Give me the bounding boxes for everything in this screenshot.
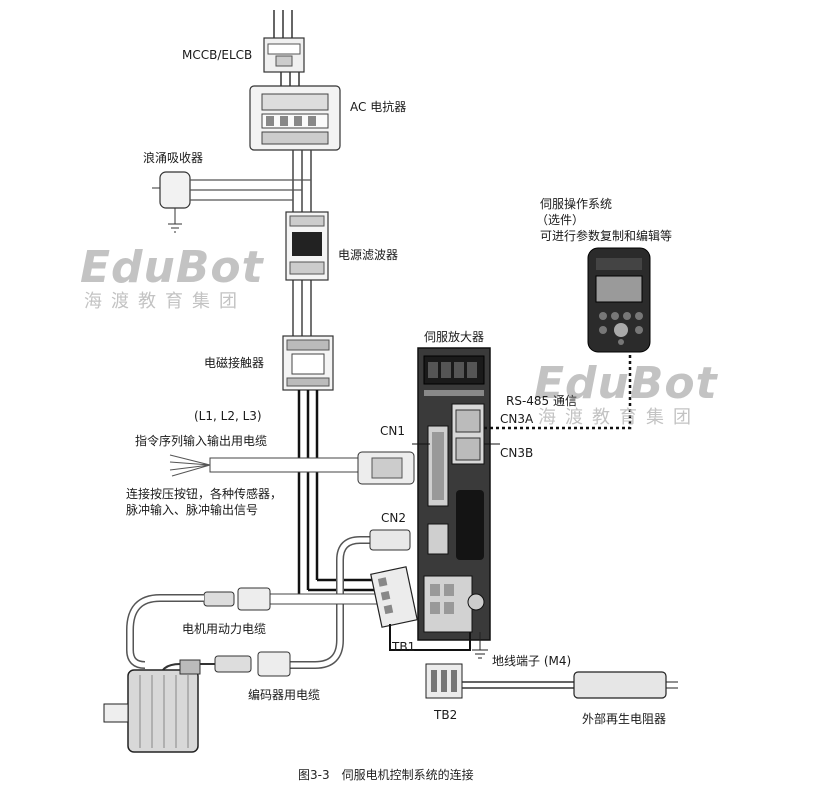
encoder-cable-label: 编码器用电缆 [248,688,321,702]
l123-label: (L1, L2, L3) [194,409,262,423]
incoming-power-lines [273,10,293,40]
rs485-label: RS-485 通信 [506,394,578,408]
connect-label-line1: 连接按压按钮，各种传感器， [126,487,283,501]
op-system-label-line2: （选件） [536,213,585,227]
surge-absorber-label: 浪涌吸收器 [143,151,204,165]
tb2-connector [425,663,463,699]
tb1-label: TB1 [392,640,416,654]
motor-power-cable-label: 电机用动力电缆 [182,622,267,636]
ac-reactor-label: AC 电抗器 [350,100,407,114]
op-system-label-line3: 可进行参数复制和编辑等 [540,229,673,243]
servo-motor [103,659,201,753]
noise-filter-label: 电源滤波器 [338,248,399,262]
mccb-label: MCCB/ELCB [182,48,253,62]
op-system-label-line1: 伺服操作系统 [540,197,613,211]
figure-caption: 图3-3 伺服电机控制系统的连接 [298,768,474,782]
tb1-connector [370,566,418,628]
watermark-subtitle-left: 海渡教育集团 [84,291,246,312]
ac-reactor-device [249,85,341,151]
cn2-cable [159,529,411,681]
ground-terminal-label: 地线端子 (M4) [492,654,572,668]
mccb-device [263,37,305,73]
tb2-label: TB2 [434,708,458,722]
watermark-brand-right: EduBot [534,358,718,409]
ext-resistor-label: 外部再生电阻器 [582,712,667,726]
cn1-label: CN1 [380,424,405,438]
cn1-cable [169,451,415,485]
operation-terminal-device [587,247,651,353]
watermark-subtitle-right: 海渡教育集团 [538,407,700,428]
cn2-label: CN2 [381,511,406,525]
surge-absorber-device [152,171,311,233]
ground-symbol [472,632,488,659]
tb1-to-tb2-wire [389,624,471,651]
connect-label-line2: 脉冲输入、脉冲输出信号 [126,503,259,517]
cn3b-label: CN3B [500,446,534,460]
contactor-device [282,335,334,391]
noise-filter-device [285,211,329,281]
watermark-brand-left: EduBot [80,242,264,293]
main-bus-wires [292,150,312,338]
cmd-cable-label: 指令序列输入输出用电缆 [135,434,268,448]
rs485-link [484,355,632,430]
contactor-label: 电磁接触器 [204,356,265,370]
motor-power-cable [126,587,381,669]
cn3a-label: CN3A [500,412,534,426]
servo-amp-label: 伺服放大器 [424,330,485,344]
servo-amplifier-device [417,347,491,641]
external-resistor-device [573,671,678,699]
